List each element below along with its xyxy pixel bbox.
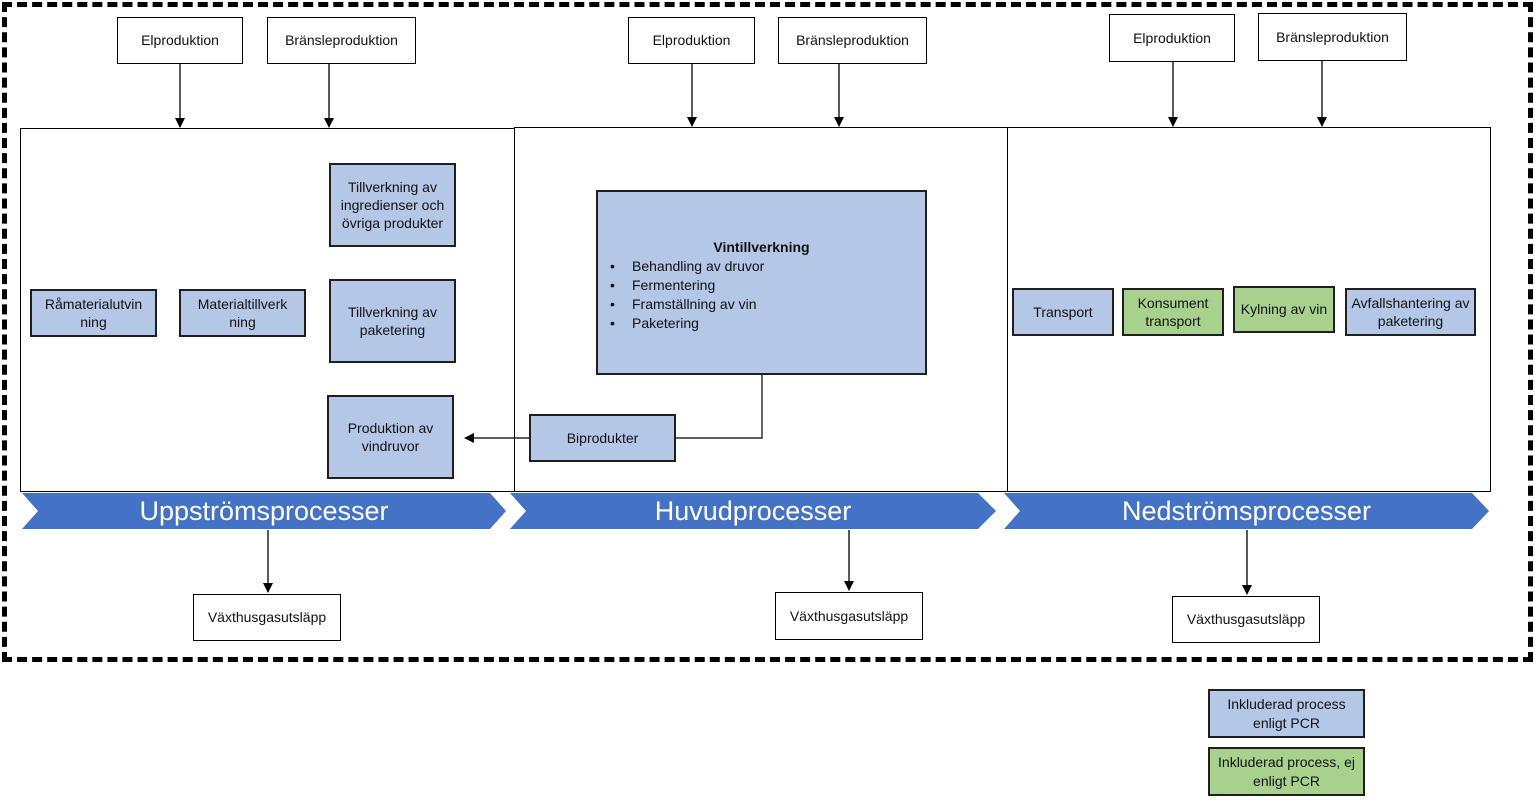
packaging-manufacturing-box: Tillverkning av paketering bbox=[329, 279, 456, 363]
legend-included-not-pcr: Inkluderad process, ej enligt PCR bbox=[1208, 747, 1365, 796]
winemaking-steps: Behandling av druvor Fermentering Framst… bbox=[598, 257, 925, 333]
downstream-emissions-box: Växthusgasutsläpp bbox=[1172, 596, 1320, 643]
winemaking-step: Framställning av vin bbox=[610, 295, 925, 314]
winemaking-title: Vintillverkning bbox=[713, 239, 810, 255]
core-emissions-box: Växthusgasutsläpp bbox=[775, 592, 923, 640]
downstream-fuel-box: Bränsleproduktion bbox=[1258, 13, 1407, 61]
chevron-downstream bbox=[1004, 493, 1489, 529]
packaging-waste-box: Avfallshantering av paketering bbox=[1345, 288, 1476, 336]
chevron-upstream bbox=[22, 493, 506, 529]
legend-included-pcr: Inkluderad process enligt PCR bbox=[1208, 689, 1365, 738]
transport-box: Transport bbox=[1012, 288, 1114, 336]
consumer-transport-box: Konsument transport bbox=[1122, 288, 1224, 336]
upstream-emissions-box: Växthusgasutsläpp bbox=[193, 594, 341, 641]
byproducts-box: Biprodukter bbox=[529, 414, 676, 462]
winemaking-box: Vintillverkning Behandling av druvor Fer… bbox=[596, 190, 927, 375]
downstream-electricity-box: Elproduktion bbox=[1109, 14, 1235, 62]
material-line2: ning bbox=[229, 314, 256, 330]
material-line1: Materialtillverk bbox=[197, 295, 288, 312]
winemaking-step: Behandling av druvor bbox=[610, 257, 925, 276]
material-manufacturing-box: Materialtillverk ning bbox=[179, 289, 306, 337]
upstream-electricity-box: Elproduktion bbox=[117, 17, 243, 64]
connector-main-to-byproducts bbox=[675, 374, 763, 439]
raw-material-extraction-box: Råmaterialutvin ning bbox=[30, 289, 157, 337]
chevron-core bbox=[510, 493, 996, 529]
wine-cooling-box: Kylning av vin bbox=[1233, 286, 1335, 333]
system-boundary bbox=[2, 2, 1533, 662]
winemaking-step: Fermentering bbox=[610, 276, 925, 295]
winemaking-step: Paketering bbox=[610, 314, 925, 333]
core-fuel-box: Bränsleproduktion bbox=[778, 17, 927, 64]
grape-production-box: Produktion av vindruvor bbox=[327, 395, 454, 479]
ingredients-manufacturing-box: Tillverkning av ingredienser och övriga … bbox=[329, 163, 456, 247]
raw-material-line1: Råmaterialutvin bbox=[44, 295, 143, 312]
upstream-fuel-box: Bränsleproduktion bbox=[267, 17, 416, 64]
core-electricity-box: Elproduktion bbox=[628, 17, 755, 64]
raw-material-line2: ning bbox=[80, 314, 107, 330]
